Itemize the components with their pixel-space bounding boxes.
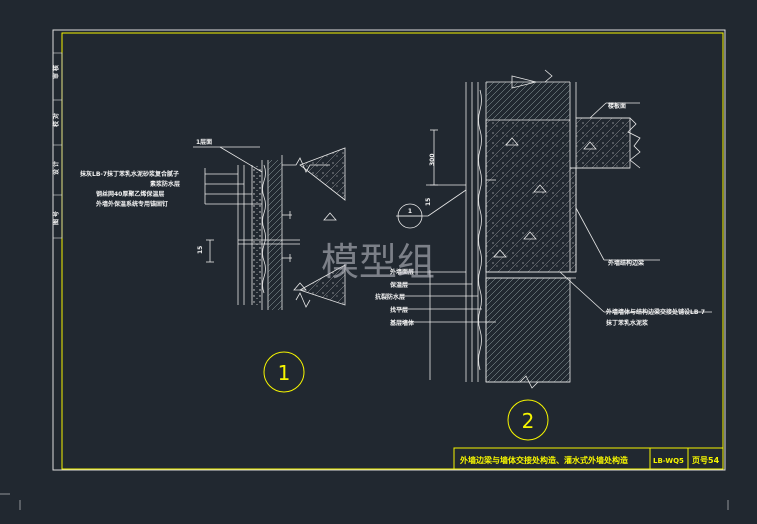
detail-2	[396, 69, 712, 389]
detail2-layer-2: 保温层	[389, 281, 408, 289]
detail1-label-3: 钢丝网40厚聚乙烯保温层	[96, 190, 164, 198]
corner-ticks	[0, 493, 729, 510]
detail1-label-1: 抹灰LB-7抹丁苯乳水泥砂浆复合腻子	[80, 170, 179, 178]
detail2-right-label-1: 外墙结构边梁	[607, 259, 644, 267]
detail2-marker-circle	[507, 399, 549, 441]
side-label-3: 设 计	[52, 161, 60, 175]
detail2-layer-5: 基层墙体	[389, 319, 415, 327]
title-block-page: 页号54	[692, 456, 720, 465]
detail2-layer-4: 找平层	[390, 306, 408, 314]
detail2-right-label-2b: 抹丁苯乳水泥浆	[606, 319, 649, 327]
detail1-label-2: 素浆防水层	[149, 180, 180, 188]
side-label-4: 图 号	[52, 211, 60, 225]
side-strip: 审 核 校 对 设 计 图 号	[52, 29, 63, 239]
detail1-marker: 1	[278, 361, 291, 385]
side-label-1: 审 核	[52, 65, 60, 79]
detail2-section-tag: 1	[408, 208, 412, 215]
detail2-dim-vertical: 300	[429, 153, 436, 166]
detail2-layer-3: 抗裂防水层	[375, 293, 405, 301]
title-block-title: 外墙边梁与墙体交接处构造、灌水式外墙处构造	[460, 455, 628, 465]
detail1-label-4: 外墙外保温系统专用锚固钉	[95, 200, 168, 208]
detail1-top-label: 1层面	[196, 138, 212, 146]
detail1-dim: 15	[197, 246, 204, 254]
drawing-frame	[61, 32, 724, 470]
outer-border	[52, 29, 726, 471]
detail2-layer-1: 外墙面层	[389, 268, 414, 276]
title-block-drawing-no: LB-WQ5	[653, 457, 684, 465]
detail2-dim-small: 15	[425, 198, 432, 206]
detail2-floor-label: 楼板面	[608, 102, 626, 110]
detail2-marker: 2	[522, 409, 535, 433]
title-block	[453, 447, 724, 470]
detail-1	[193, 146, 346, 310]
detail2-right-label-2a: 外墙墙体与结构边梁交接处铺设LB-7	[605, 308, 705, 316]
watermark: 模型组	[321, 240, 435, 284]
side-label-2: 校 对	[52, 113, 60, 127]
detail1-marker-circle	[263, 351, 305, 393]
